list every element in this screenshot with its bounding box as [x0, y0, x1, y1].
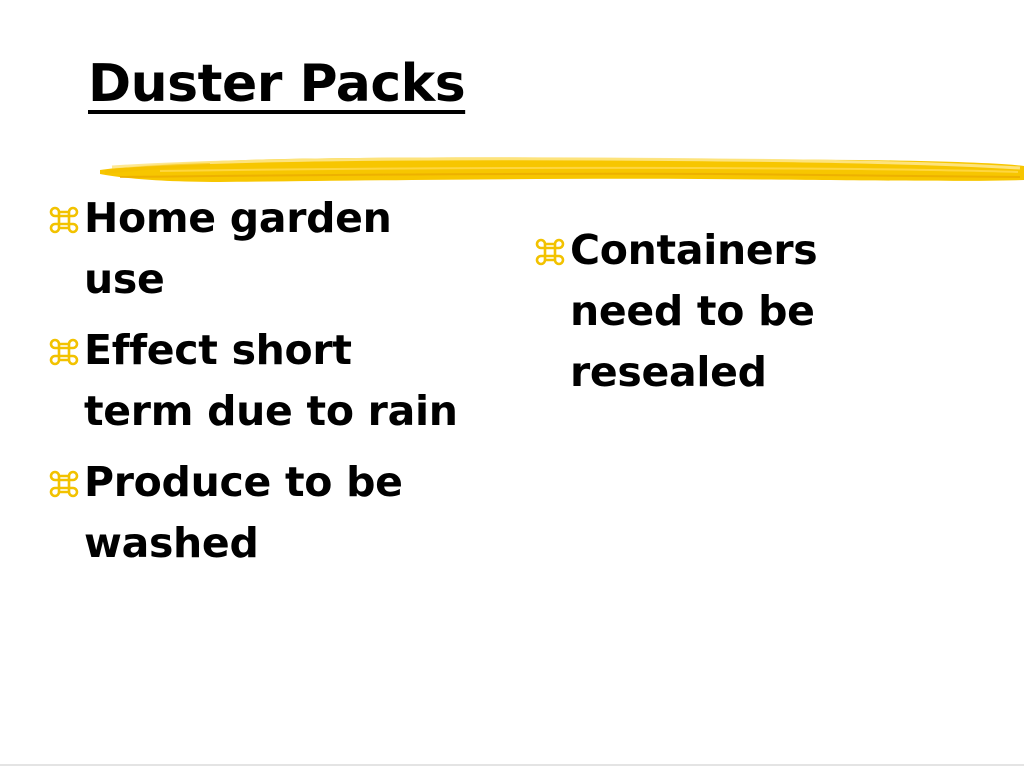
bullet-text: Effect short term due to rain [84, 326, 458, 435]
command-key-icon [535, 238, 565, 266]
slide-title: Duster Packs [88, 54, 466, 114]
bullet-item: Effect short term due to rain [46, 320, 466, 442]
command-key-icon [49, 206, 79, 234]
bullet-text: Home garden use [84, 194, 392, 303]
bullet-item: Containers need to be resealed [532, 220, 912, 403]
bullet-text: Produce to be washed [84, 458, 403, 567]
command-key-icon [49, 470, 79, 498]
bullet-list-right: Containers need to be resealed [532, 220, 912, 413]
bullet-list-left: Home garden use Effect short term due to… [46, 188, 466, 584]
brush-stroke-divider [100, 157, 1024, 182]
bullet-text: Containers need to be resealed [570, 226, 818, 396]
bullet-item: Home garden use [46, 188, 466, 310]
bullet-item: Produce to be washed [46, 452, 466, 574]
footer-divider [0, 764, 1024, 766]
command-key-icon [49, 338, 79, 366]
